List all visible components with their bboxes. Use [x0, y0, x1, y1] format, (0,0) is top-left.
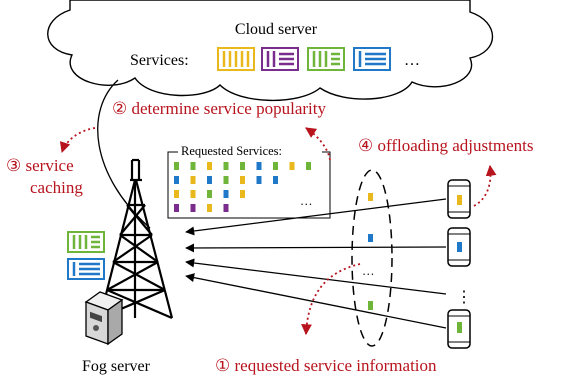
inner-ellipsis: …: [362, 264, 375, 278]
service-icon-yellow: [217, 47, 255, 71]
cloud-server-label: Cloud server: [235, 21, 318, 38]
step3-label-line2: caching: [30, 178, 83, 197]
requested-services-title-bg: [178, 143, 322, 158]
requested-services-title: Requested Services:: [181, 144, 282, 158]
uplink-arrows: [185, 198, 447, 329]
services-ellipsis: …: [404, 52, 420, 69]
requested-service-mark: [223, 204, 229, 212]
requested-service-mark: [190, 204, 196, 212]
requested-service-mark: [273, 176, 278, 184]
request-ellipse: [351, 169, 393, 347]
service-icon-blue: [353, 47, 391, 71]
service-icon-purple: [261, 47, 299, 71]
request-yellow-mark: [368, 193, 373, 201]
cell-tower-icon: [98, 158, 174, 320]
requested-services-grid: [174, 162, 311, 212]
requested-service-mark: [256, 176, 262, 184]
requested-service-mark: [240, 176, 245, 184]
requested-service-mark: [207, 176, 212, 184]
step3-label-line1: ③ service: [6, 156, 74, 175]
service-icon-green: [307, 47, 345, 71]
cached-service-blue: [67, 258, 105, 280]
services-label: Services:: [130, 52, 189, 69]
request-blue-mark: [368, 234, 373, 242]
requested-service-mark: [207, 204, 212, 212]
requested-service-mark: [174, 204, 179, 212]
requested-service-mark: [223, 176, 229, 184]
requested-service-mark: [273, 162, 278, 170]
smartphone-icon: [447, 179, 471, 219]
smartphone-icon: [447, 309, 471, 349]
requested-service-mark: [240, 190, 245, 198]
requested-service-mark: [190, 162, 196, 170]
requested-service-mark: [289, 162, 295, 170]
arrow-step4: [473, 164, 497, 207]
requested-service-mark: [240, 162, 245, 170]
requested-ellipsis: …: [300, 194, 313, 208]
requested-service-mark: [256, 162, 262, 170]
requested-service-mark: [223, 190, 229, 198]
arrow-step3: [59, 127, 96, 154]
step1-label: ① requested service information: [215, 356, 437, 375]
requested-service-mark: [190, 190, 196, 198]
cached-service-green: [67, 231, 105, 253]
devices-ellipsis: ⋮: [456, 289, 472, 306]
requested-service-mark: [174, 176, 179, 184]
requested-service-mark: [207, 162, 212, 170]
smartphone-icon: [447, 227, 471, 267]
requested-service-mark: [174, 162, 179, 170]
arrow-step1: [301, 263, 361, 336]
step2-label: ② determine service popularity: [112, 99, 326, 118]
fog-server-icon: [84, 291, 124, 346]
requested-service-mark: [306, 162, 311, 170]
requested-service-mark: [223, 162, 229, 170]
fog-server-label: Fog server: [82, 358, 151, 375]
requested-service-mark: [174, 190, 179, 198]
step4-label: ④ offloading adjustments: [358, 136, 533, 155]
request-green-mark: [368, 301, 373, 310]
requested-service-mark: [190, 176, 196, 184]
requested-service-mark: [207, 190, 212, 198]
